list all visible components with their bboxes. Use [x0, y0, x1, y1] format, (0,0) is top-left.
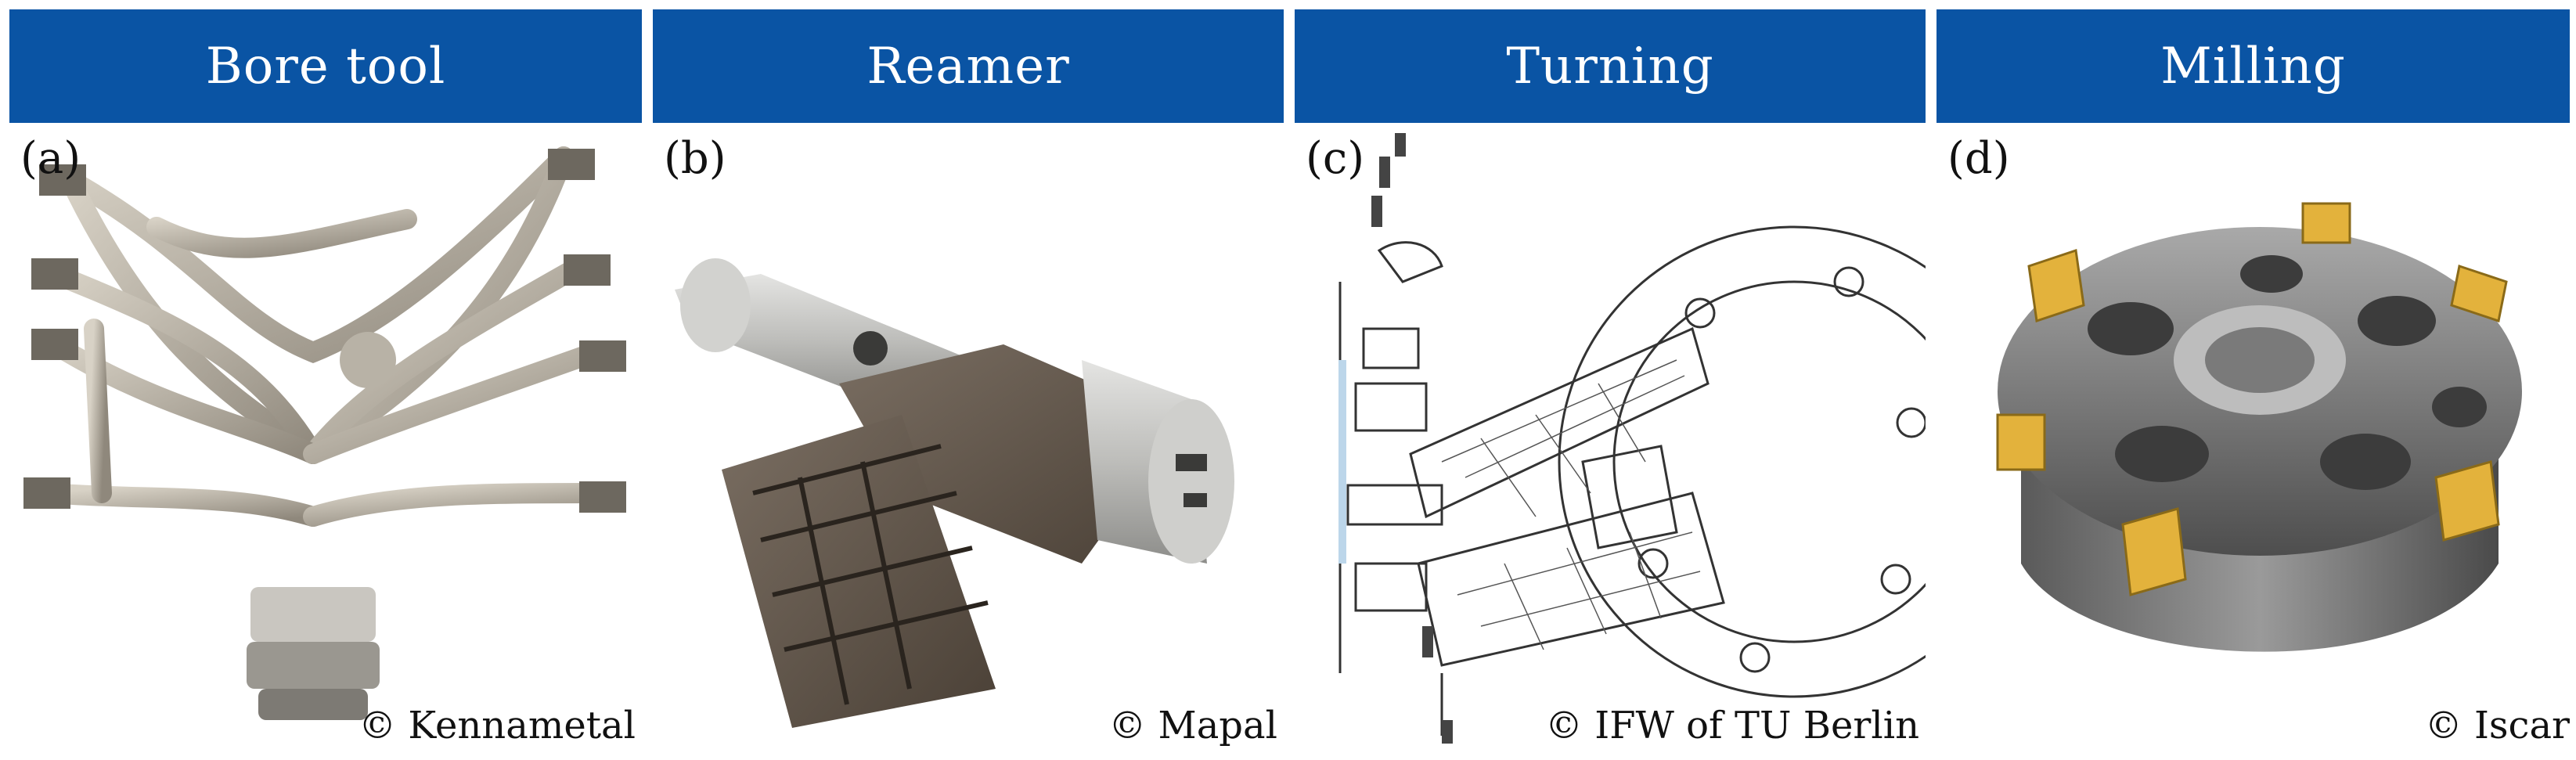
panel-label: (a)	[20, 133, 81, 184]
panel-header: Bore tool	[9, 9, 642, 123]
panel-label: (d)	[1947, 133, 2010, 184]
panel-label: (b)	[664, 133, 726, 184]
turning-tool-drawing	[1338, 133, 1926, 744]
panel-credit: © IFW of TU Berlin	[1544, 704, 1919, 747]
panel-reamer: Reamer	[643, 0, 1284, 760]
panel-label: (c)	[1306, 133, 1365, 184]
panel-credit: © Mapal	[1108, 704, 1277, 747]
panel-milling: Milling	[1927, 0, 2576, 760]
reamer-image	[675, 258, 1234, 728]
panel-credit: © Iscar	[2424, 704, 2570, 747]
panel-header: Turning	[1295, 9, 1926, 123]
bore-tool-image	[23, 146, 626, 720]
panel-credit: © Kennametal	[358, 704, 636, 747]
panel-bore-tool: Bore tool	[0, 0, 642, 760]
milling-cutter-image	[1996, 202, 2522, 652]
panel-turning: Turning	[1285, 0, 1926, 760]
panel-header: Reamer	[653, 9, 1284, 123]
panel-header: Milling	[1937, 9, 2570, 123]
